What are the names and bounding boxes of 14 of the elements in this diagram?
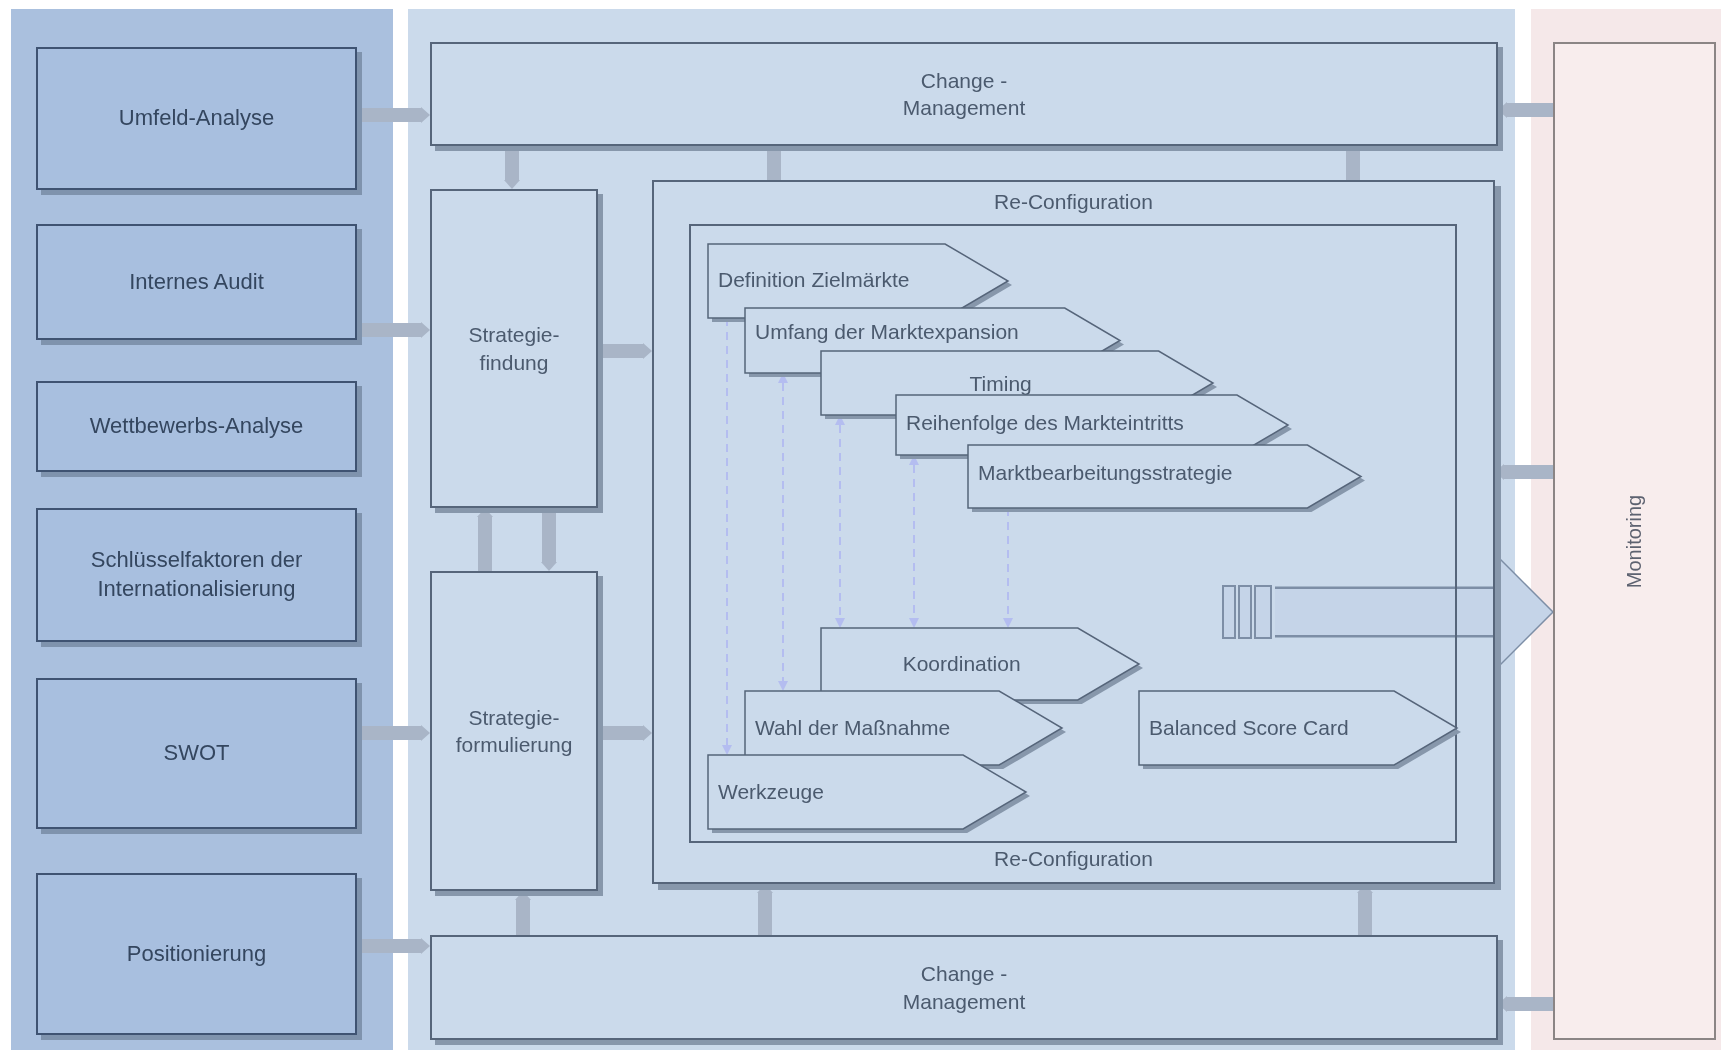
box-label: Wettbewerbs-Analyse — [89, 412, 304, 441]
box-label: Change - Management — [901, 67, 1027, 121]
box-label: Umfeld-Analyse — [118, 104, 275, 133]
box-label: Strategie- formulierung — [454, 704, 574, 758]
box-label: Internes Audit — [129, 267, 264, 296]
box-label: Schlüsselfaktoren der Internationalisierung — [89, 546, 304, 603]
group-title: Re-Configuration — [994, 845, 1153, 872]
box-label: Monitoring — [1623, 494, 1646, 588]
group-title: Re-Configuration — [994, 189, 1153, 215]
box-label: Strategie- findung — [467, 322, 561, 376]
process-box — [1553, 42, 1716, 1040]
box-label: Positionierung — [126, 939, 267, 968]
box-label: SWOT — [163, 739, 230, 768]
box-label: Change - Management — [901, 961, 1027, 1015]
